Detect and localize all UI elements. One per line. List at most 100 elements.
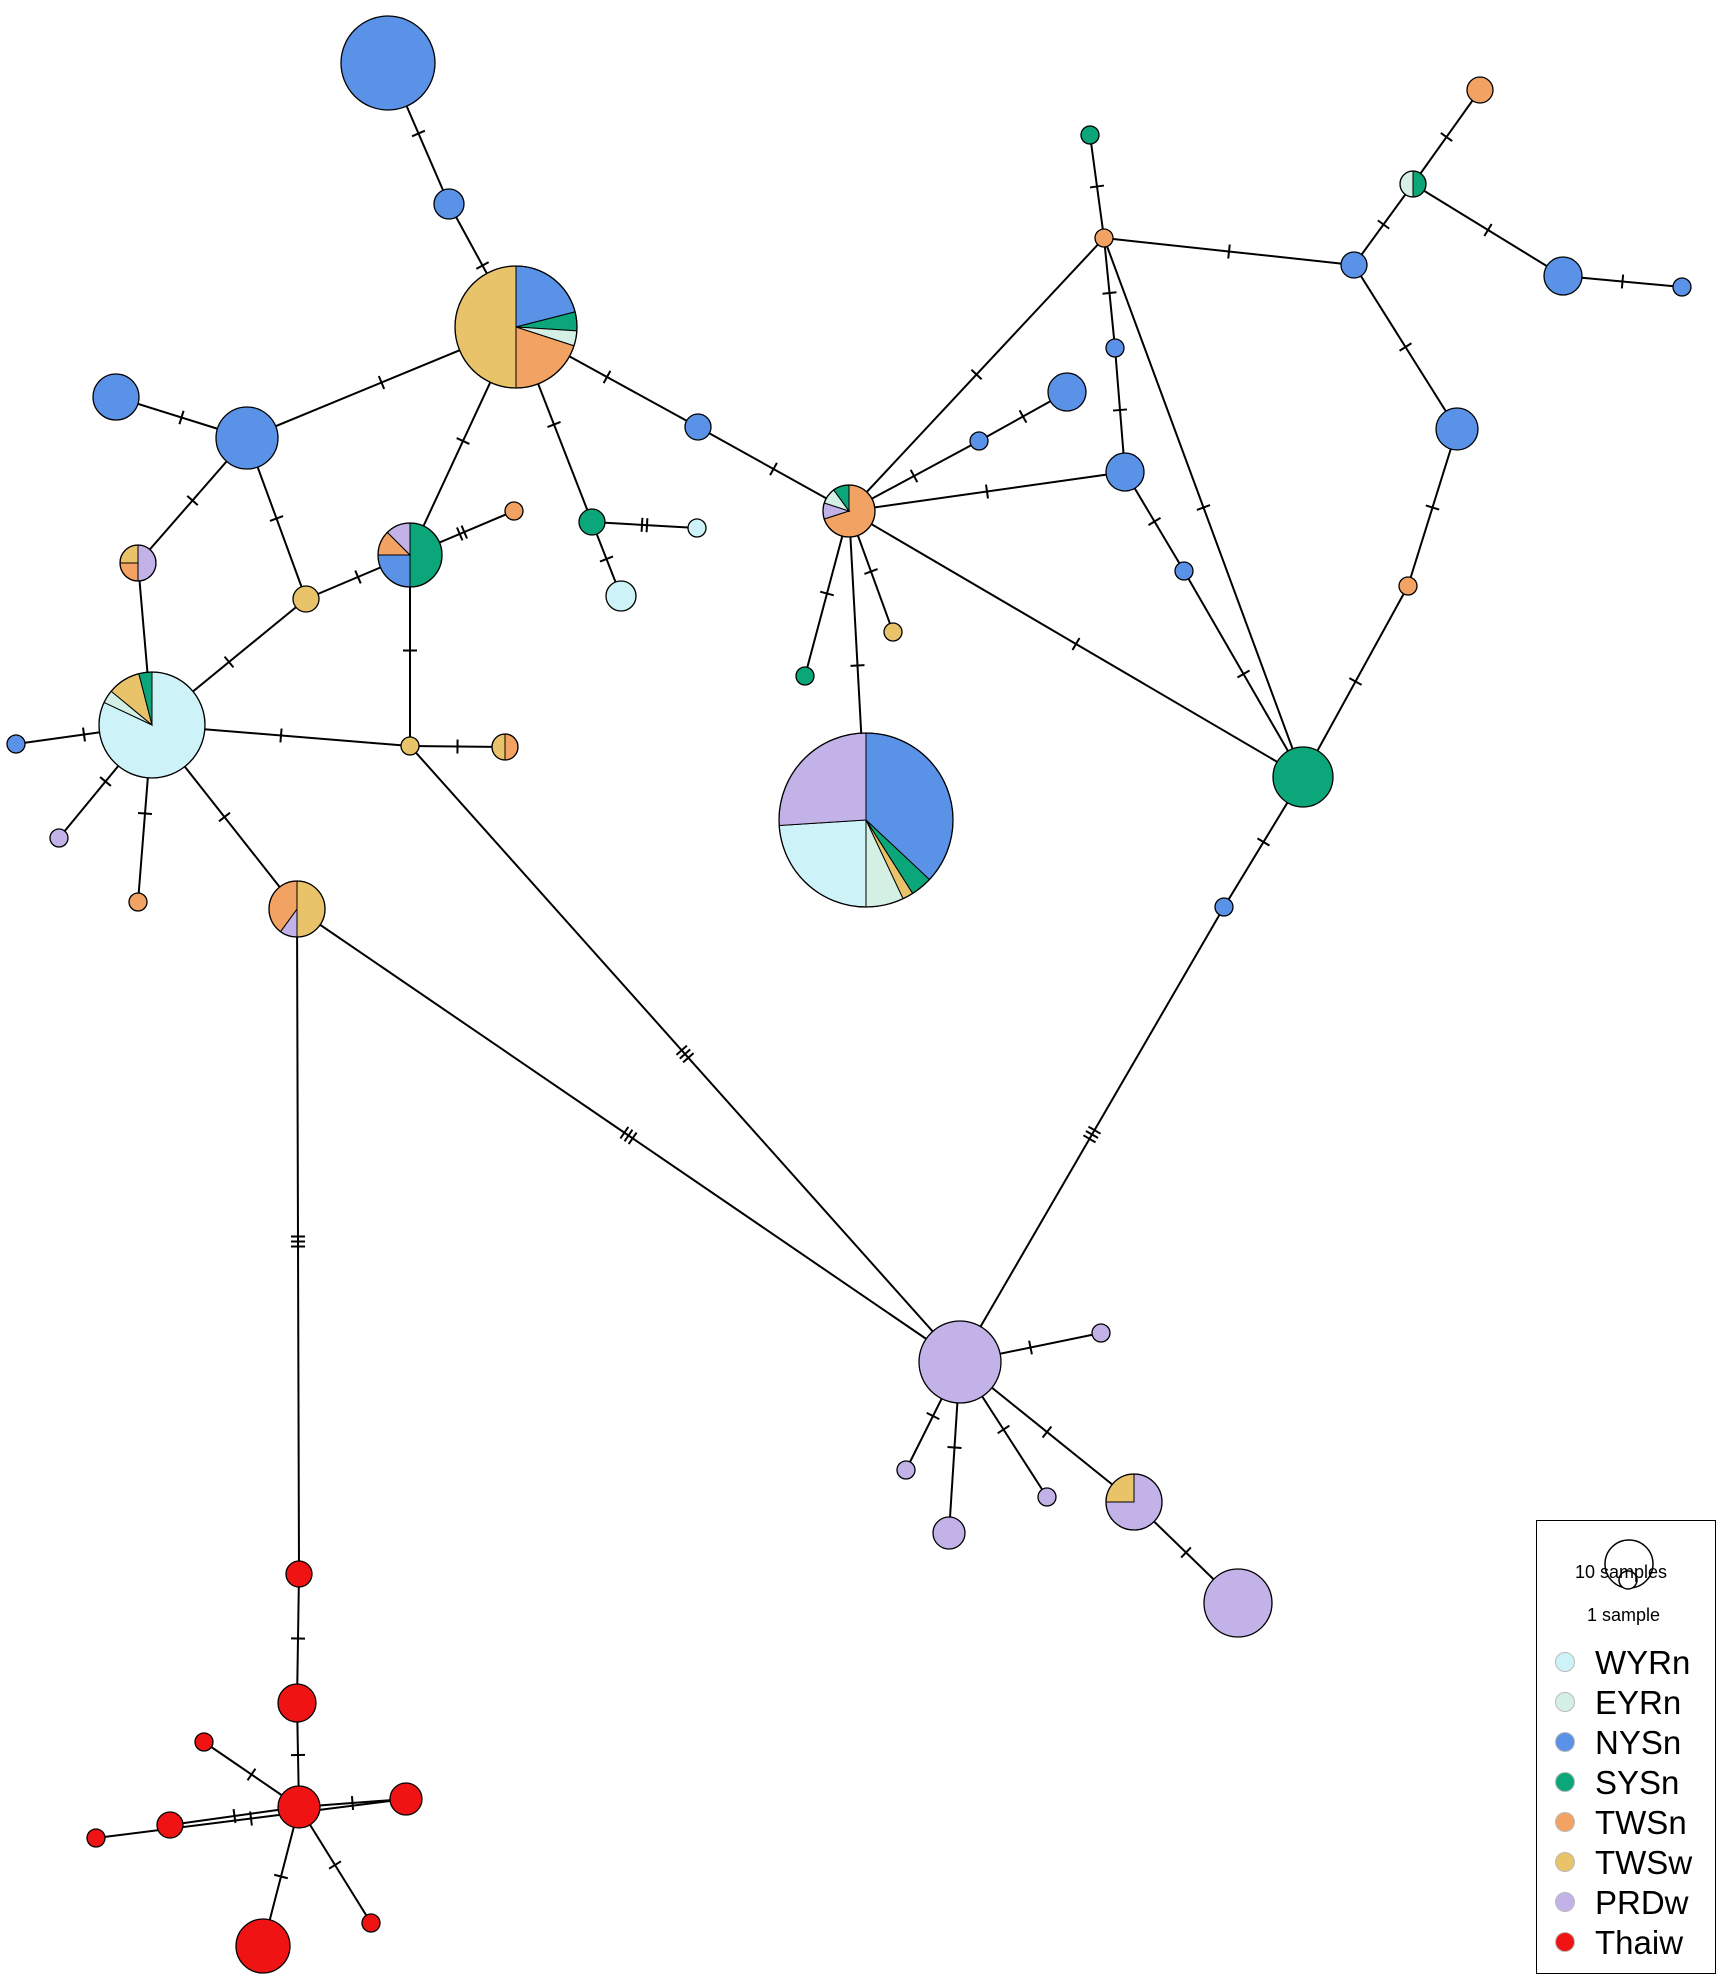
mutation-tick — [1425, 504, 1440, 511]
mutation-tick — [137, 811, 153, 816]
pie-slice-wyrn — [605, 580, 637, 612]
haplotype-node-h23 — [883, 622, 903, 642]
mutation-tick — [547, 421, 561, 428]
haplotype-node-h52 — [389, 1782, 423, 1816]
haplotype-node-h30 — [1174, 561, 1194, 581]
mutation-tick — [985, 484, 989, 499]
pie-slice-prdw — [137, 544, 157, 582]
node-outline — [98, 671, 206, 779]
mutation-tick — [377, 375, 386, 390]
mutation-tick — [997, 1424, 1010, 1435]
mutation-tick — [1085, 1130, 1099, 1139]
pie-slice-sysn — [578, 508, 606, 536]
pie-slice-prdw — [896, 1460, 916, 1480]
pie-slice-thaiw — [277, 1683, 317, 1723]
haplotype-node-h44 — [1037, 1487, 1057, 1507]
pie-slice-thaiw — [361, 1913, 381, 1933]
haplotype-node-h07 — [377, 522, 443, 588]
mutation-tick — [864, 568, 878, 575]
legend-item-wyrn: WYRn — [1537, 1644, 1717, 1686]
pie-slice-twsw — [400, 736, 420, 756]
mutation-tick — [819, 590, 835, 597]
haplotype-node-h46 — [1105, 1473, 1163, 1531]
haplotype-node-h16 — [128, 892, 148, 912]
pie-slice-sysn — [1412, 170, 1427, 198]
legend-swatch-twsw — [1555, 1852, 1575, 1872]
mutation-tick — [269, 515, 284, 522]
legend-label-twsn: TWSn — [1595, 1804, 1687, 1841]
mutation-tick — [645, 518, 649, 533]
mutation-tick — [178, 410, 185, 425]
pie-slice-nysn — [1672, 277, 1692, 297]
pie-slice-wyrn — [778, 819, 867, 908]
pie-slice-prdw — [1037, 1487, 1057, 1507]
pie-slice-thaiw — [156, 1811, 184, 1839]
mutation-tick — [232, 1808, 237, 1824]
mutation-tick — [1082, 1134, 1097, 1144]
pie-slice-thaiw — [389, 1782, 423, 1816]
mutation-tick — [218, 811, 231, 823]
legend-swatch-prdw — [1555, 1892, 1575, 1912]
mutation-tick — [679, 1048, 691, 1060]
mutation-tick — [354, 570, 362, 584]
mutation-tick — [1348, 677, 1363, 686]
pie-slice-nysn — [1047, 372, 1087, 412]
haplotype-node-h10 — [578, 508, 606, 536]
pie-slice-nysn — [340, 15, 436, 111]
pie-slice-sysn — [1080, 125, 1100, 145]
haplotype-node-h28 — [1080, 125, 1100, 145]
mutation-tick — [99, 776, 112, 787]
pie-slice-twsw — [292, 585, 320, 613]
haplotype-node-h56 — [361, 1913, 381, 1933]
mutation-tick — [599, 555, 614, 563]
pie-slice-prdw — [1091, 1323, 1111, 1343]
haplotype-node-h08 — [504, 501, 524, 521]
haplotype-node-h32 — [1466, 76, 1494, 104]
haplotype-node-h50 — [277, 1785, 321, 1829]
size-legend-circles — [1604, 1539, 1654, 1590]
haplotype-node-h33 — [1399, 170, 1427, 198]
mutation-tick — [623, 1129, 634, 1142]
node-outline — [1399, 170, 1427, 198]
haplotype-node-h18 — [491, 733, 519, 761]
haplotype-node-h19 — [268, 880, 326, 938]
node-outline — [454, 265, 578, 389]
legend-swatch-eyrn — [1555, 1692, 1575, 1712]
mutation-tick — [1071, 637, 1081, 651]
pie-slice-nysn — [1174, 561, 1194, 581]
mutation-tick — [1256, 837, 1271, 847]
mutation-tick — [926, 1411, 940, 1421]
pie-slice-twsn — [504, 733, 519, 761]
pie-slice-twsn — [1466, 76, 1494, 104]
mutation-tick — [460, 525, 468, 539]
pie-slice-sysn — [409, 522, 443, 588]
pie-slice-thaiw — [194, 1732, 214, 1752]
haplotype-node-h17 — [400, 736, 420, 756]
mutation-tick — [411, 129, 426, 138]
haplotype-node-h11 — [687, 518, 707, 538]
pie-slice-twsw — [883, 622, 903, 642]
node-outline — [822, 484, 876, 538]
haplotype-node-h29 — [1105, 452, 1145, 492]
mutation-tick — [1483, 223, 1493, 237]
size-label-10-samples: 10 samples — [1575, 1562, 1668, 1582]
node-outline — [268, 880, 326, 938]
haplotype-node-h14 — [6, 734, 26, 754]
mutation-tick — [186, 495, 199, 506]
legend-group-list: WYRn EYRn NYSn SYSn TWSn TWSw PRDw Thai — [1537, 1644, 1717, 1966]
node-outline — [491, 733, 519, 761]
size-legend: 10 samples 1 sample — [1537, 1521, 1717, 1631]
pie-slice-nysn — [1214, 897, 1234, 917]
haplotype-node-h38 — [1398, 576, 1418, 596]
legend-swatch-nysn — [1555, 1732, 1575, 1752]
mutation-tick — [640, 517, 644, 532]
haplotype-node-h43 — [896, 1460, 916, 1480]
pie-slice-twsw — [491, 733, 506, 761]
pie-slice-twsn — [504, 501, 524, 521]
pie-slice-nysn — [684, 413, 712, 441]
legend-item-twsw: TWSw — [1537, 1844, 1717, 1886]
pie-slice-prdw — [1203, 1568, 1273, 1638]
legend-swatch-thaiw — [1555, 1932, 1575, 1952]
mutation-tick — [1102, 291, 1117, 295]
